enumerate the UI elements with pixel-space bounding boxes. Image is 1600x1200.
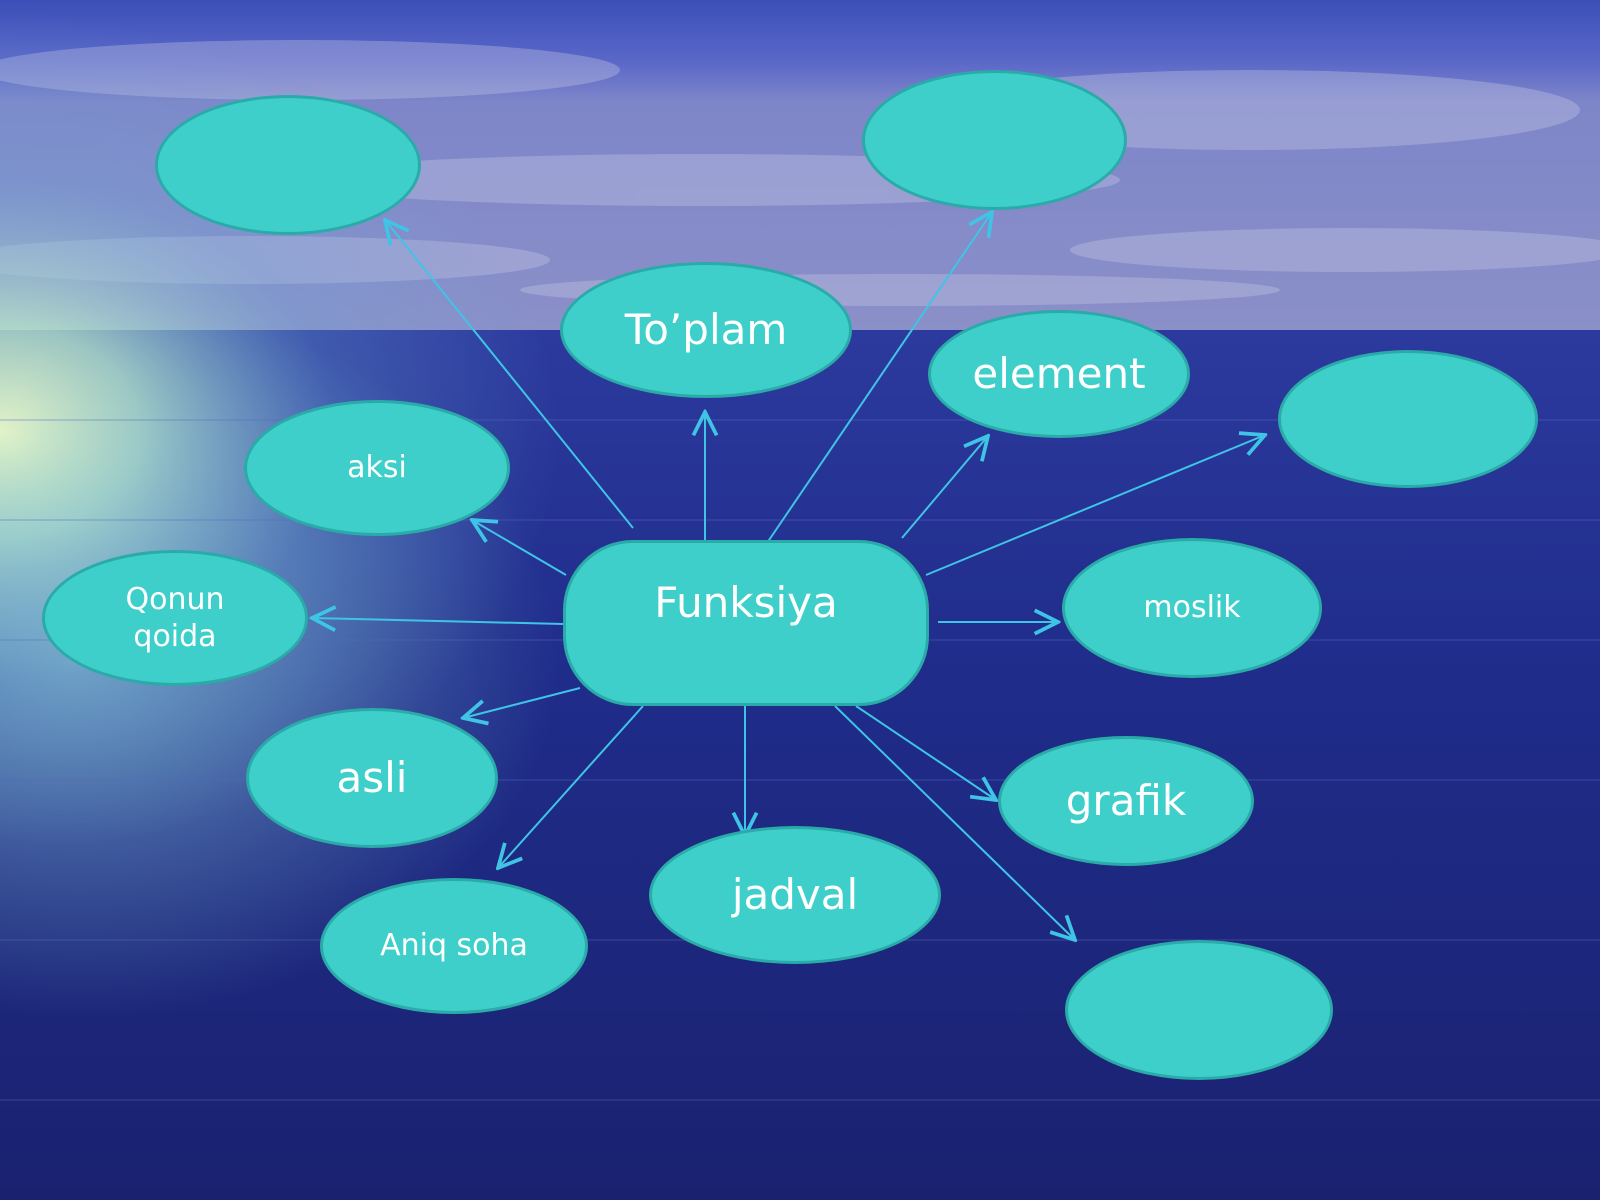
node-bottom-right-blank[interactable] <box>1065 940 1333 1080</box>
node-grafik[interactable]: grafik <box>998 736 1254 866</box>
node-top-left-blank[interactable] <box>155 95 421 235</box>
node-aniq-soha[interactable]: Aniq soha <box>320 878 588 1014</box>
node-top-right-blank[interactable] <box>862 70 1127 210</box>
node-moslik[interactable]: moslik <box>1062 538 1322 678</box>
node-aksi[interactable]: aksi <box>244 400 510 536</box>
node-qonun-qoida[interactable]: Qonun qoida <box>42 550 308 686</box>
node-toplam[interactable]: To’plam <box>560 262 852 398</box>
node-right-blank[interactable] <box>1278 350 1538 488</box>
node-jadval[interactable]: jadval <box>649 826 941 964</box>
node-asli[interactable]: asli <box>246 708 498 848</box>
node-funksiya-center[interactable]: Funksiya <box>563 540 929 706</box>
node-element[interactable]: element <box>928 310 1190 438</box>
